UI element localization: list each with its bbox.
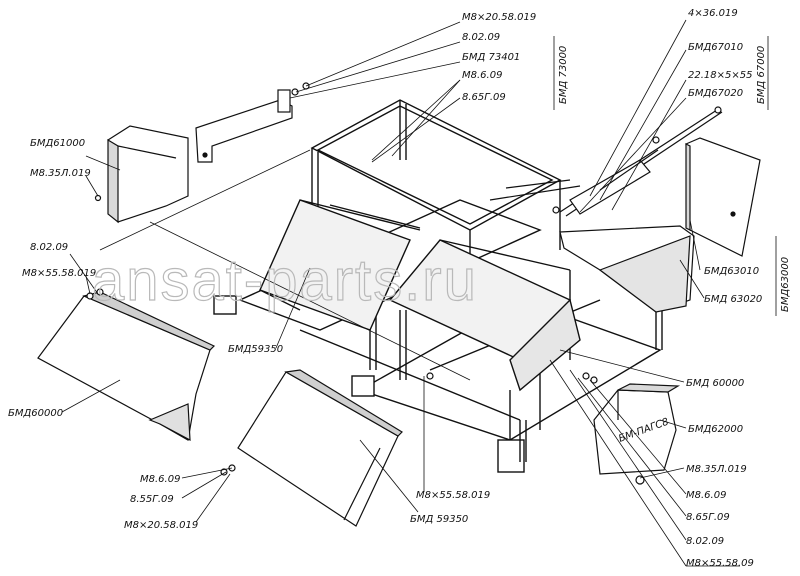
label-m8-55-58-019-left: М8×55.58.019 (22, 268, 96, 279)
label-8-02-09-top: 8.02.09 (462, 32, 500, 43)
label-bmd-62000: БМД62000 (688, 424, 743, 435)
part-labels: М8×20.58.019 8.02.09 БМД 73401 М8.6.09 8… (8, 8, 762, 569)
label-bmd-67010: БМД67010 (688, 42, 743, 53)
cover-bmd-59350-bottom (237, 369, 403, 527)
side-panel-bmd-63000 (685, 137, 761, 257)
label-m8-6-09-top: М8.6.09 (462, 70, 502, 81)
label-bmd-59350-center: БМД59350 (228, 344, 283, 355)
label-bmd-61000: БМД61000 (30, 138, 85, 149)
label-8-55g-09-bottom: 8.55Г.09 (130, 494, 174, 505)
label-vertical-bmd-73000: БМД 73000 (558, 46, 569, 104)
label-m8-35l-019-left: М8.35Л.019 (30, 168, 91, 179)
label-bmd-63010: БМД63010 (704, 266, 759, 277)
label-bmd-60000-right: БМД 60000 (686, 378, 744, 389)
label-m8-6-09-bottom: М8.6.09 (140, 474, 180, 485)
side-panel-bmd-61000 (107, 125, 189, 224)
leader-lines (61, 19, 740, 567)
box-bmd-62000 (593, 383, 681, 475)
label-m8-55-58-09-right: М8×55.58.09 (686, 558, 754, 569)
hopper-right (388, 239, 581, 392)
label-8-02-09-left: 8.02.09 (30, 242, 68, 253)
label-m8-6-09-right: М8.6.09 (686, 490, 726, 501)
label-8-65g-09-top: 8.65Г.09 (462, 92, 506, 103)
label-8-65g-09-right: 8.65Г.09 (686, 512, 730, 523)
label-vertical-bmd-67000: БМД 67000 (756, 46, 767, 104)
lever-assembly-bmd-67000 (489, 106, 723, 217)
label-bmd-67020: БМД67020 (688, 88, 743, 99)
label-bmd-73401: БМД 73401 (462, 52, 520, 63)
label-m8-35l-019-right: М8.35Л.019 (686, 464, 747, 475)
bracket-bmd-73401 (195, 89, 293, 163)
label-bmd-63020: БМД 63020 (704, 294, 762, 305)
label-bmd-60000-left: БМД60000 (8, 408, 63, 419)
vertical-group-labels: БМД 73000 БМД 67000 БМД63000 (558, 46, 791, 312)
label-4-36-019: 4×36.019 (688, 8, 738, 19)
cover-bmd-60000-left (37, 291, 216, 442)
label-m8-55-58-019-center: М8×55.58.019 (416, 490, 490, 501)
label-8-02-09-right: 8.02.09 (686, 536, 724, 547)
watermark: ansat-parts.ru (92, 248, 478, 313)
label-m8-20-58-019-bottom: М8×20.58.019 (124, 520, 198, 531)
bracket-plate-right (559, 225, 695, 313)
group-separators (553, 36, 777, 316)
label-bmd-59350-bottom: БМД 59350 (410, 514, 468, 525)
label-22-18-5-55: 22.18×5×55 (688, 70, 752, 81)
label-vertical-bmd-63000: БМД63000 (780, 257, 791, 312)
label-m8-20-58-019-top: М8×20.58.019 (462, 12, 536, 23)
